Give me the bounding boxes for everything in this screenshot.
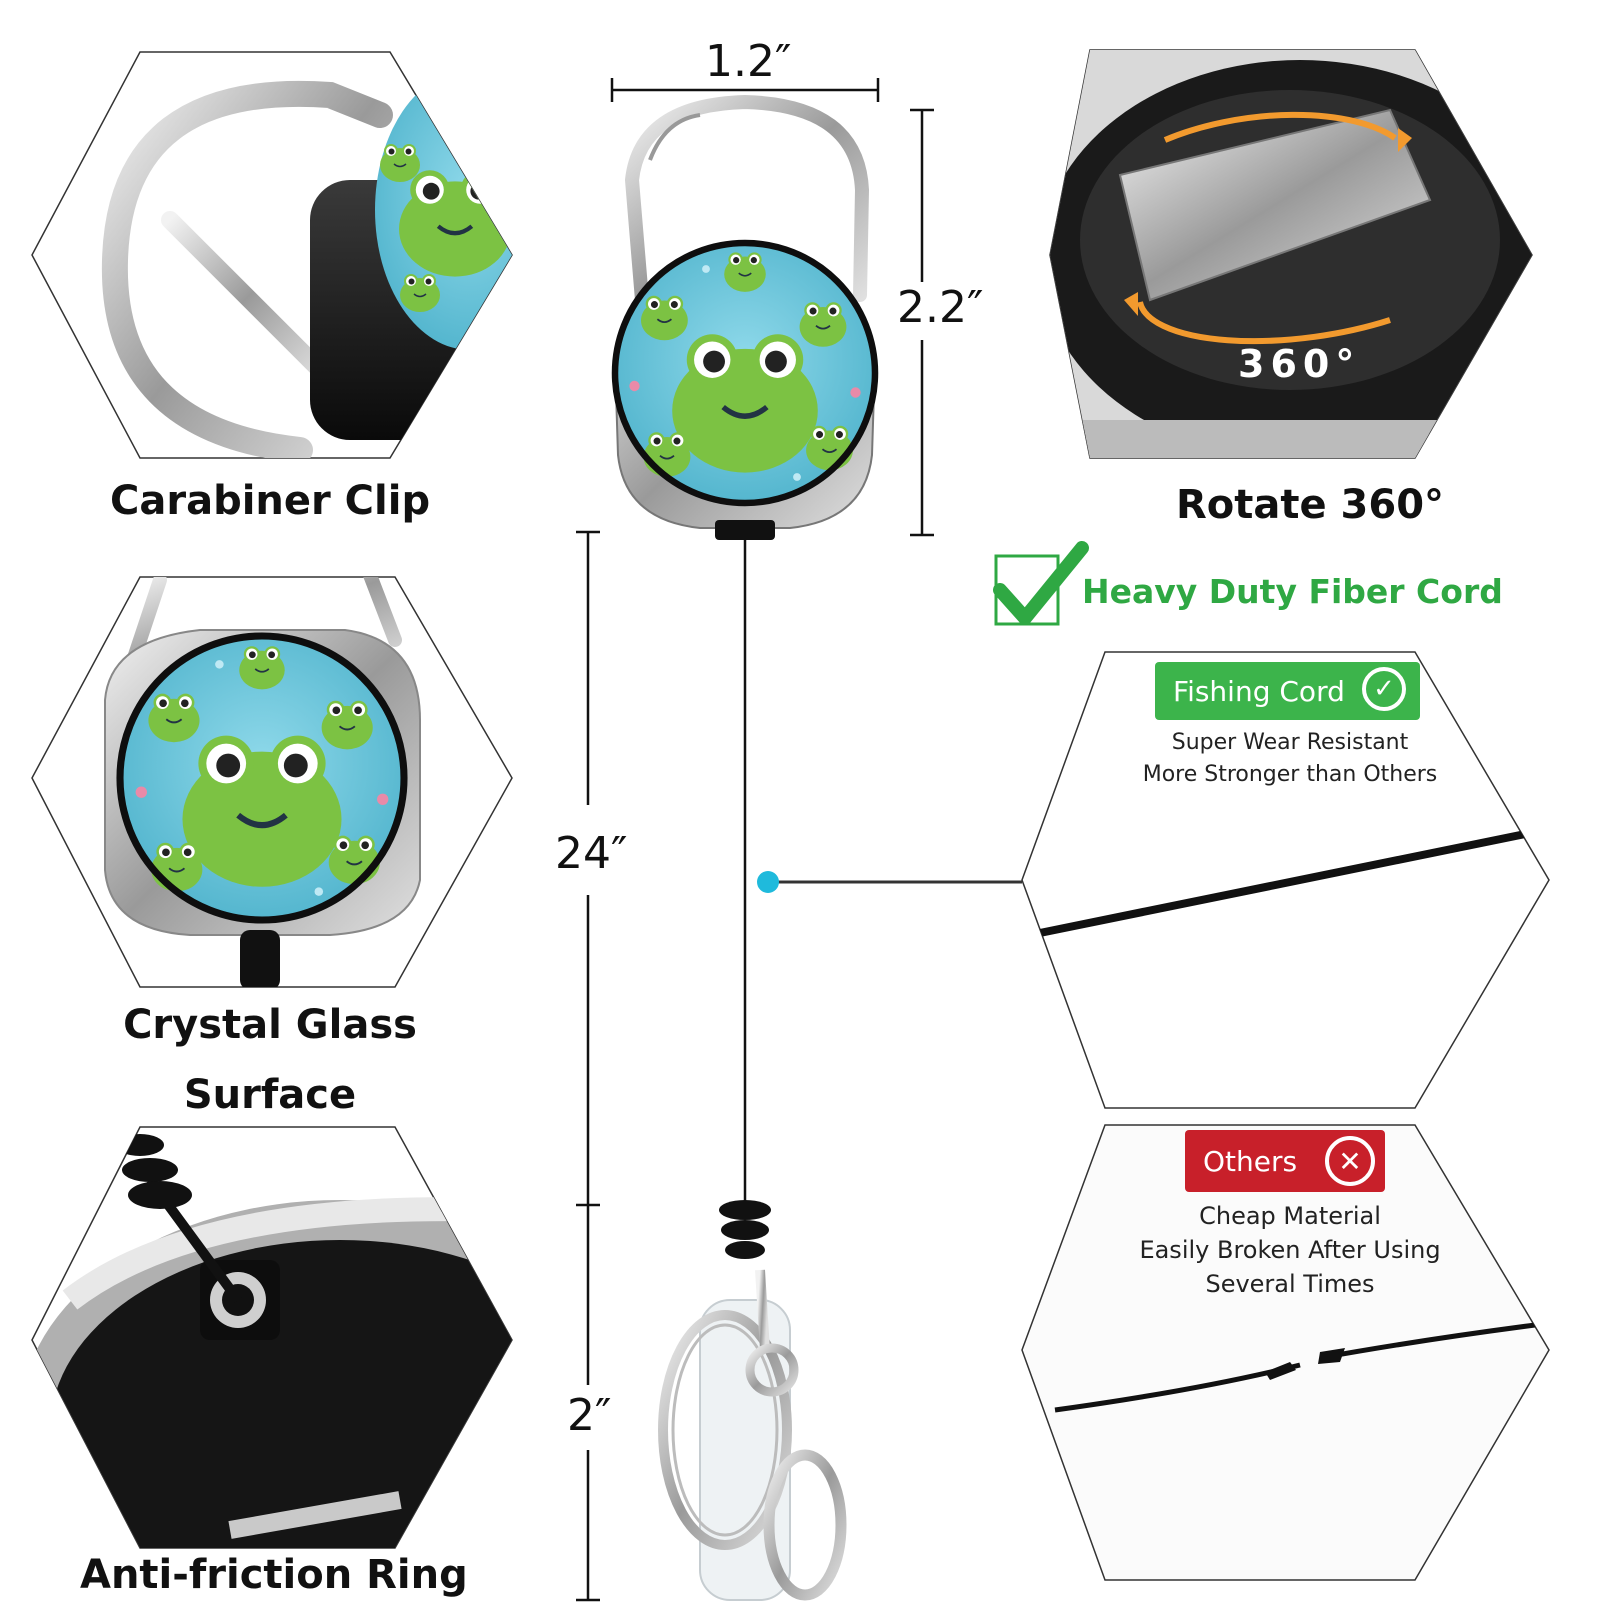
others-line1: Cheap Material <box>1199 1202 1381 1230</box>
height-dimension-line <box>910 108 934 537</box>
clip-length-dimension-label: 2″ <box>567 1390 612 1441</box>
rotate-badge-text: 360° <box>1238 342 1361 386</box>
heavy-duty-headline: Heavy Duty Fiber Cord <box>1082 572 1503 611</box>
cord-callout-connector <box>757 871 1022 893</box>
fishing-cord-line2: More Stronger than Others <box>1142 762 1438 787</box>
carabiner-clip-label: Carabiner Clip <box>110 478 431 524</box>
fishing-cord-badge-label: Fishing Cord <box>1173 674 1345 708</box>
others-cord-hexagon <box>1021 1124 1550 1581</box>
anti-friction-ring-label: Anti-friction Ring <box>80 1552 468 1598</box>
others-badge-label: Others <box>1203 1144 1298 1178</box>
rotate-closeup-hexagon <box>1049 49 1533 459</box>
fishing-cord-line1: Super Wear Resistant <box>1171 730 1409 755</box>
others-badge: Others ✕ <box>1185 1130 1385 1192</box>
cord-length-dimension-line <box>576 530 600 1207</box>
crystal-glass-label-line2: Surface <box>183 1072 357 1118</box>
rotate-360-label: Rotate 360° <box>1175 482 1445 528</box>
height-dimension-label: 2.2″ <box>897 282 984 333</box>
others-line2: Easily Broken After Using <box>1139 1236 1441 1264</box>
check-circle-icon: ✓ <box>1362 667 1406 711</box>
fishing-cord-badge: Fishing Cord ✓ <box>1155 662 1420 720</box>
cord-length-dimension-label: 24″ <box>555 828 628 879</box>
crystal-glass-hexagon <box>31 576 513 988</box>
carabiner-closeup-hexagon <box>31 51 513 459</box>
width-dimension-label: 1.2″ <box>705 36 792 87</box>
crystal-glass-label-line1: Crystal Glass <box>123 1002 417 1048</box>
x-circle-icon: ✕ <box>1325 1136 1375 1186</box>
others-line3: Several Times <box>1205 1270 1375 1298</box>
checkmark-icon <box>993 541 1089 626</box>
badge-reel-product <box>615 94 875 1601</box>
anti-friction-hexagon <box>31 1126 513 1549</box>
width-dimension-line <box>610 78 880 102</box>
clip-length-dimension-line <box>576 1205 600 1602</box>
fishing-cord-hexagon <box>1021 651 1550 1109</box>
